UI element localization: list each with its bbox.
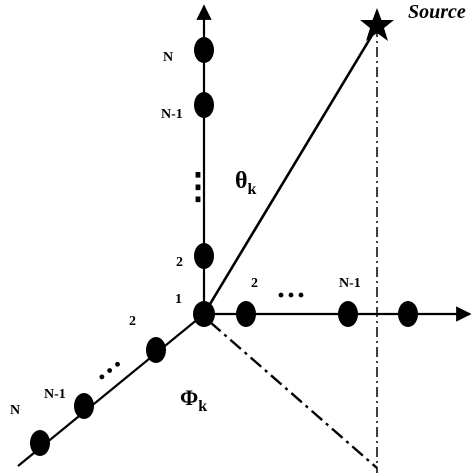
azimuth-projection-line: [209, 321, 378, 469]
source-label: Source: [408, 1, 466, 23]
horizontal-element-n: [398, 301, 418, 327]
vertical-element-n-1: [194, 92, 214, 118]
array-element-origin: [193, 301, 215, 327]
diagonal-label-2: 2: [129, 314, 136, 329]
vertical-label-1: 1: [175, 292, 182, 307]
horizontal-ellipsis: ···: [276, 279, 306, 312]
vertical-element-2: [194, 243, 214, 269]
vertical-element-n: [194, 37, 214, 63]
diagonal-element-n-1: [74, 393, 94, 419]
star-icon: [360, 8, 394, 41]
diagonal-label-n: N: [10, 403, 20, 418]
horizontal-element-2: [236, 301, 256, 327]
diagonal-element-2: [146, 337, 166, 363]
phi-label: Φk: [180, 385, 207, 415]
horizontal-label-2: 2: [251, 276, 258, 291]
source-direction-line: [202, 26, 379, 315]
diagonal-ellipsis: ···: [88, 349, 132, 394]
vertical-label-n: N: [163, 50, 173, 65]
diagonal-element-n: [30, 430, 50, 456]
vertical-ellipsis: ⋮: [180, 166, 216, 206]
theta-label: θk: [235, 168, 257, 198]
vertical-label-2: 2: [176, 255, 183, 270]
vertical-label-n-1: N-1: [161, 107, 183, 122]
diagonal-label-n-1: N-1: [44, 387, 66, 402]
horizontal-element-n-1: [338, 301, 358, 327]
horizontal-label-n-1: N-1: [339, 276, 361, 291]
